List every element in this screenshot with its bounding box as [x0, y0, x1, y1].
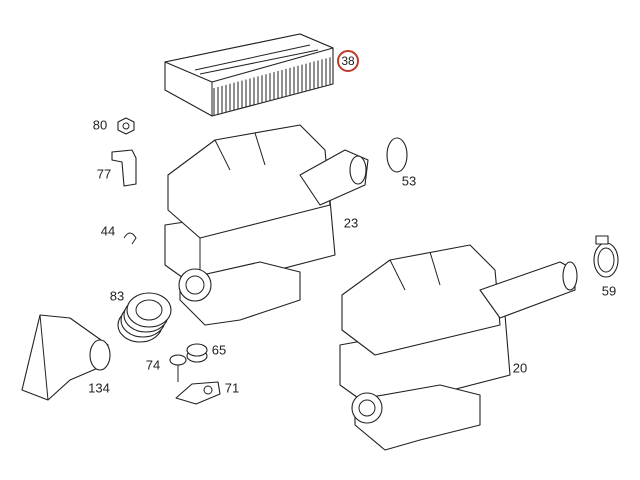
- air-filter-element-drawing: [164, 33, 334, 117]
- part-label-53[interactable]: 53: [401, 173, 417, 189]
- nut-drawing: [117, 117, 135, 135]
- part-label-59[interactable]: 59: [601, 283, 617, 299]
- seal-ring-drawing: [386, 137, 408, 173]
- part-label-44[interactable]: 44: [100, 223, 116, 239]
- grommet-drawing: [186, 343, 208, 363]
- hose-clamp-drawing: [593, 235, 619, 278]
- part-label-23[interactable]: 23: [343, 215, 359, 231]
- part-label-83[interactable]: 83: [109, 288, 125, 304]
- part-label-20[interactable]: 20: [512, 360, 528, 376]
- part-label-38[interactable]: 38: [337, 50, 359, 72]
- screw-drawing: [169, 354, 187, 382]
- mounting-bracket-drawing: [175, 381, 221, 405]
- air-intake-duct-drawing: [21, 314, 111, 401]
- part-label-71[interactable]: 71: [224, 380, 240, 396]
- intake-bellows-drawing: [117, 292, 172, 343]
- clamp-drawing: [123, 232, 137, 245]
- part-label-134[interactable]: 134: [88, 380, 110, 396]
- air-filter-housing-left-drawing: [164, 124, 369, 326]
- air-filter-housing-right-drawing: [339, 244, 578, 451]
- part-label-74[interactable]: 74: [145, 357, 161, 373]
- part-label-80[interactable]: 80: [92, 117, 108, 133]
- bracket-drawing: [111, 149, 137, 187]
- part-label-65[interactable]: 65: [211, 342, 227, 358]
- part-label-77[interactable]: 77: [96, 166, 112, 182]
